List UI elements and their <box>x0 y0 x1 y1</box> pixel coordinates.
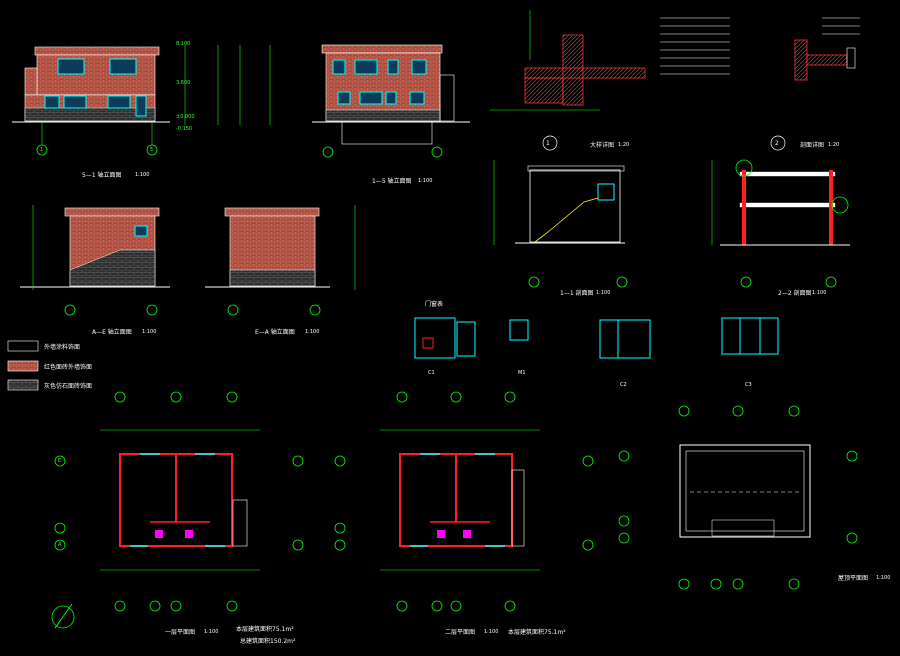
axis-1-front: 1 <box>40 147 44 153</box>
detail-1 <box>490 10 730 151</box>
window-tag-m1: M1 <box>518 370 526 376</box>
window-tag-c3: C3 <box>745 382 752 388</box>
plan-second-floor <box>334 391 594 612</box>
section-1-1 <box>493 160 628 288</box>
title-elevation-front: 5—1 轴立面图 <box>82 172 122 179</box>
elevation-front <box>12 45 271 156</box>
elevation-section <box>312 44 470 158</box>
title-section-2: 2—2 剖面图 <box>778 290 812 297</box>
title-plan-2: 二层平面图 <box>445 629 476 636</box>
window-table <box>414 317 779 359</box>
legend-label-1: 外墙涂料饰面 <box>44 344 81 351</box>
level-0: ±0.000 <box>176 114 195 120</box>
title-detail-1: 大样详图 <box>590 142 615 149</box>
legend-label-2: 红色面砖外墙饰面 <box>44 364 93 371</box>
axis-e-plan1: E <box>58 458 62 464</box>
detail-2 <box>770 17 860 151</box>
legend-label-3: 灰色仿石面砖饰面 <box>44 383 93 390</box>
detail-number-1: 1 <box>546 140 550 147</box>
scale-detail-1: 1:20 <box>618 142 630 148</box>
scale-elevation-right: 1:100 <box>305 329 320 335</box>
scale-plan-1: 1:100 <box>204 629 219 635</box>
plan-first-floor <box>51 391 304 629</box>
scale-plan-roof: 1:100 <box>876 575 891 581</box>
area-note-floor2: 本层建筑面积75.1m² <box>508 629 566 636</box>
scale-plan-2: 1:100 <box>484 629 499 635</box>
elevation-left <box>20 205 170 316</box>
title-plan-1: 一层平面图 <box>165 629 196 636</box>
area-note-floor1: 本层建筑面积75.1m² <box>236 626 294 633</box>
section-2-2 <box>711 159 850 288</box>
scale-section-2: 1:100 <box>812 290 827 296</box>
axis-5-front: 5 <box>150 147 154 153</box>
detail-number-2: 2 <box>775 140 779 147</box>
elevation-right <box>205 205 356 316</box>
scale-elevation-left: 1:100 <box>142 329 157 335</box>
window-tag-c2: C2 <box>620 382 627 388</box>
axis-a-plan1: A <box>58 542 62 548</box>
area-note-total: 总建筑面积150.2m² <box>240 638 296 645</box>
level-minus-150: -0.150 <box>176 126 193 132</box>
title-elevation-right: E—A 轴立面图 <box>255 329 295 336</box>
material-legend <box>7 340 39 391</box>
title-plan-roof: 屋顶平面图 <box>838 575 869 582</box>
level-3600: 3.600 <box>176 80 191 86</box>
window-tag-c1: C1 <box>428 370 435 376</box>
scale-elevation-section: 1:100 <box>418 178 433 184</box>
plan-roof <box>618 405 858 590</box>
title-window-table: 门窗表 <box>425 301 444 308</box>
scale-detail-2: 1:20 <box>828 142 840 148</box>
level-8100: 8.100 <box>176 41 191 47</box>
title-elevation-section: 1—5 轴立面图 <box>372 178 412 185</box>
title-section-1: 1—1 剖面图 <box>560 290 594 297</box>
title-detail-2: 剖面详图 <box>800 142 825 149</box>
title-elevation-left: A—E 轴立面图 <box>92 329 132 336</box>
scale-elevation-front: 1:100 <box>135 172 150 178</box>
scale-section-1: 1:100 <box>596 290 611 296</box>
